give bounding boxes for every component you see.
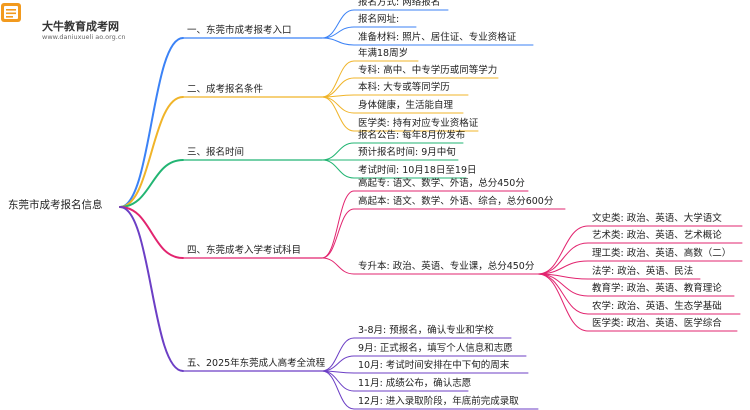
brand-url: www.daniuxueli ao.org.cn bbox=[42, 33, 126, 41]
item-connector bbox=[321, 60, 355, 98]
leaf-item: 考试时间: 10月18日至19日 bbox=[358, 165, 477, 176]
branch-topic: 四、东莞成考入学考试科目 bbox=[187, 245, 302, 256]
leaf-item: 12月: 进入录取阶段，年底前完成录取 bbox=[358, 396, 519, 407]
branch-connector bbox=[119, 206, 184, 372]
item-connector bbox=[321, 142, 355, 161]
subject-item: 医学类: 政治、英语、医学综合 bbox=[592, 318, 722, 329]
subject-item: 教育学: 政治、英语、教育理论 bbox=[592, 283, 722, 294]
leaf-item: 本科: 大专或等同学历 bbox=[358, 82, 450, 93]
leaf-item: 报名网址: bbox=[358, 14, 400, 25]
item-connector bbox=[321, 77, 355, 98]
subject-item: 农学: 政治、英语、生态学基础 bbox=[592, 301, 722, 312]
root-topic: 东莞市成考报名信息 bbox=[8, 199, 103, 211]
leaf-item: 医学类: 持有对应专业资格证 bbox=[358, 118, 479, 129]
leaf-item: 年满18周岁 bbox=[358, 48, 409, 59]
subitem-connector bbox=[537, 273, 589, 315]
item-connector bbox=[321, 257, 355, 275]
leaf-item: 10月: 考试时间安排在中下旬的周末 bbox=[358, 360, 510, 371]
item-connector bbox=[321, 370, 355, 392]
subitem-connector bbox=[537, 273, 589, 297]
item-connector bbox=[321, 26, 355, 39]
branch-connector bbox=[119, 37, 184, 208]
branch-connector bbox=[119, 96, 184, 208]
leaf-item: 身体健康，生活能自理 bbox=[358, 100, 454, 111]
leaf-item: 9月: 正式报名，填写个人信息和志愿 bbox=[358, 343, 513, 354]
subitem-connector bbox=[537, 225, 589, 275]
item-connector bbox=[321, 159, 355, 179]
subject-item: 文史类: 政治、英语、大学语文 bbox=[592, 213, 722, 224]
book-logo-icon bbox=[1, 3, 21, 22]
item-connector bbox=[321, 355, 355, 372]
subitem-connector bbox=[537, 273, 589, 332]
item-connector bbox=[321, 9, 355, 39]
leaf-item: 11月: 成绩公布，确认志愿 bbox=[358, 378, 472, 389]
item-connector bbox=[321, 208, 355, 259]
item-connector bbox=[321, 96, 355, 114]
leaf-item: 预计报名时间: 9月中旬 bbox=[358, 147, 456, 158]
branch-connector bbox=[119, 206, 184, 259]
branch-topic: 五、2025年东莞成人高考全流程 bbox=[187, 358, 326, 369]
leaf-item: 报名方式: 网络报名 bbox=[358, 0, 441, 8]
leaf-item: 高起专: 语文、数学、外语，总分450分 bbox=[358, 178, 525, 189]
brand-name: 大牛教育成考网 bbox=[42, 20, 119, 33]
branch-connector bbox=[119, 159, 184, 208]
subitem-connector bbox=[537, 242, 589, 275]
item-connector bbox=[321, 37, 355, 46]
branch-topic: 二、成考报名条件 bbox=[187, 84, 264, 95]
leaf-item: 准备材料: 照片、居住证、专业资格证 bbox=[358, 32, 517, 43]
leaf-item: 报名公告: 每年8月份发布 bbox=[358, 130, 466, 141]
leaf-item: 高起本: 语文、数学、外语、综合，总分600分 bbox=[358, 196, 554, 207]
subject-item: 艺术类: 政治、英语、艺术概论 bbox=[592, 230, 722, 241]
leaf-item: 专升本: 政治、英语、专业课，总分450分 bbox=[358, 261, 535, 272]
item-connector bbox=[321, 96, 355, 132]
subject-item: 法学: 政治、英语、民法 bbox=[592, 266, 694, 277]
item-connector bbox=[321, 190, 355, 259]
branch-topic: 三、报名时间 bbox=[187, 147, 245, 158]
leaf-item: 专科: 高中、中专学历或同等学力 bbox=[358, 65, 498, 76]
subject-item: 理工类: 政治、英语、高数（二） bbox=[592, 248, 732, 259]
item-connector bbox=[321, 337, 355, 372]
leaf-item: 3-8月: 预报名，确认专业和学校 bbox=[358, 325, 494, 336]
item-connector bbox=[321, 370, 355, 410]
branch-topic: 一、东莞市成考报考入口 bbox=[187, 25, 292, 36]
